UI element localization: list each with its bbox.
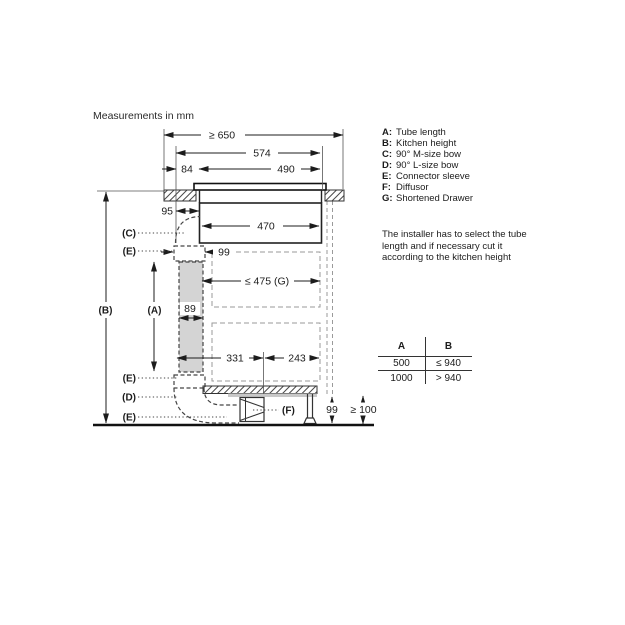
label-B: (B) bbox=[99, 306, 113, 317]
legend-item-D: D:90° L-size bow bbox=[382, 160, 459, 171]
worktop-hatch-right bbox=[324, 189, 345, 202]
diffusor-funnel-bottom bbox=[239, 411, 265, 421]
dim-243-text: 243 bbox=[288, 353, 306, 365]
note-line-2: length and if necessary cut it bbox=[382, 240, 503, 252]
legend-item-F: F:Diffusor bbox=[382, 182, 429, 193]
legend-item-E: E:Connector sleeve bbox=[382, 171, 470, 182]
dim-95-text: 95 bbox=[161, 206, 173, 218]
lower-drawer-outline bbox=[211, 322, 321, 382]
table-header-A: A bbox=[397, 341, 406, 352]
connector-sleeve-bottom bbox=[173, 374, 206, 389]
bottom-panel-hatch bbox=[202, 385, 318, 394]
text-backgrounds bbox=[93, 246, 382, 416]
label-D: (D) bbox=[122, 393, 136, 404]
table-cell: ≤ 940 bbox=[436, 358, 461, 369]
dimension-texts: ≥ 650 574 84 490 95 470 99 ≤ 475 (G) 89 … bbox=[161, 130, 376, 417]
label-C: (C) bbox=[122, 229, 136, 240]
note-line-3: according to the kitchen height bbox=[382, 252, 511, 263]
part-labels: (A) (B) (C) (E) (E) (D) (E) (F) bbox=[99, 229, 295, 424]
table-column-divider bbox=[425, 337, 426, 384]
note-line-1: The installer has to select the tube bbox=[382, 229, 527, 240]
bottom-rail-strip bbox=[228, 393, 317, 397]
dim-470-text: 470 bbox=[257, 221, 275, 233]
tube bbox=[178, 261, 204, 373]
dim-99-sleeve-text: 99 bbox=[218, 247, 230, 259]
dim-99-bottom-text: 99 bbox=[326, 404, 338, 416]
dim-84-text: 84 bbox=[181, 164, 193, 176]
l-size-bow-outer-arc bbox=[173, 387, 239, 424]
dimensions bbox=[103, 132, 366, 425]
label-E-bottom: (E) bbox=[123, 413, 136, 424]
dim-574-text: 574 bbox=[253, 148, 271, 160]
cabinet-bottom bbox=[93, 385, 374, 427]
label-E-top: (E) bbox=[123, 247, 136, 258]
hob-housing-box bbox=[198, 202, 323, 244]
page-title: Measurements in mm bbox=[93, 110, 194, 122]
worktop-hatch-left bbox=[163, 189, 197, 202]
parts-legend: A:Tube length B:Kitchen height C:90° M-s… bbox=[382, 127, 473, 204]
legend-item-A: A:Tube length bbox=[382, 127, 446, 138]
hob-glass-plate bbox=[193, 182, 327, 191]
legend-item-G: G:Shortened Drawer bbox=[382, 193, 474, 204]
table-cell: 1000 bbox=[390, 373, 413, 384]
cabinet-outlines bbox=[211, 201, 333, 394]
diffusor-body bbox=[239, 396, 265, 423]
dim-100-text: ≥ 100 bbox=[350, 404, 376, 416]
shortened-drawer-outline bbox=[211, 251, 321, 308]
label-E-mid: (E) bbox=[123, 374, 136, 385]
diffusor-funnel-top bbox=[239, 398, 265, 408]
label-F: (F) bbox=[282, 406, 295, 417]
dim-490-text: 490 bbox=[277, 164, 295, 176]
legend-item-B: B:Kitchen height bbox=[382, 138, 457, 149]
installer-note: The installer has to select the tube len… bbox=[382, 229, 527, 264]
extension-lines bbox=[97, 129, 344, 394]
dim-650-text: ≥ 650 bbox=[209, 130, 235, 142]
table-cell: > 940 bbox=[435, 373, 462, 384]
table-row: 1000 > 940 bbox=[378, 371, 472, 386]
leader-lines bbox=[138, 232, 279, 418]
label-A: (A) bbox=[148, 306, 162, 317]
m-size-bow-arc bbox=[174, 215, 201, 244]
dim-331-text: 331 bbox=[226, 353, 244, 365]
leg-foot bbox=[303, 417, 317, 425]
worktop-and-hob bbox=[163, 182, 345, 244]
connector-sleeve-top bbox=[173, 245, 206, 262]
table-header-B: B bbox=[444, 341, 453, 352]
tube-length-table: A B 500 ≤ 940 1000 > 940 bbox=[378, 337, 472, 386]
table-cell: 500 bbox=[393, 358, 410, 369]
dim-89-text: 89 bbox=[184, 303, 196, 315]
dim-475-text: ≤ 475 (G) bbox=[245, 276, 289, 288]
legend-item-C: C:90° M-size bow bbox=[382, 149, 462, 160]
